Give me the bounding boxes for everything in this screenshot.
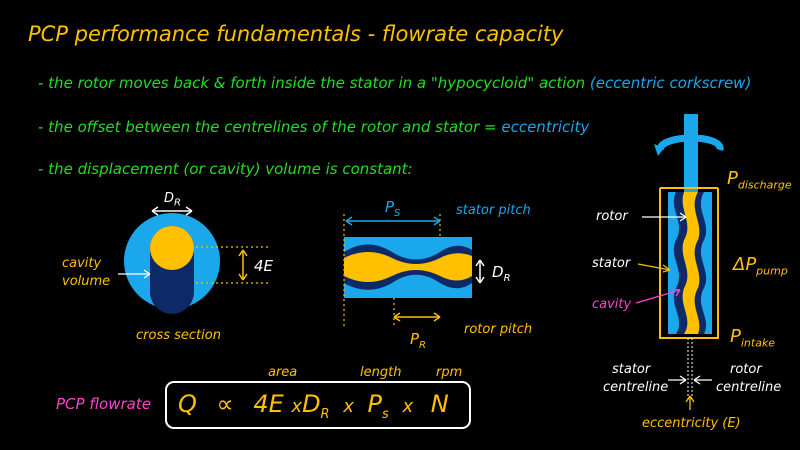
cs-caption: cross section — [136, 328, 221, 343]
p-intake-label: Pintake — [730, 326, 775, 350]
pr-label: PR — [410, 330, 426, 351]
formula-ps-sub: s — [382, 406, 389, 422]
drive-shaft — [684, 114, 698, 194]
p-intake: P — [730, 326, 741, 347]
bullet-1-paren: (eccentric corkscrew) — [589, 74, 752, 92]
eccentricity-label: eccentricity (E) — [642, 416, 741, 431]
formula-x3: x — [402, 396, 414, 417]
formula-area-label: area — [268, 365, 298, 380]
rotor-centreline-label-2: centreline — [716, 380, 782, 395]
pr: P — [410, 330, 420, 348]
formula-label: PCP flowrate — [56, 395, 151, 413]
bullet-1-text: - the rotor moves back & forth inside th… — [38, 74, 586, 92]
pump-rotor-label: rotor — [596, 209, 628, 224]
delta-p: ΔP — [733, 254, 757, 275]
formula-q: Q — [178, 390, 197, 418]
formula-rpm-label: rpm — [436, 365, 463, 380]
rotor-centreline-label-1: rotor — [730, 362, 762, 377]
formula-length-label: length — [360, 365, 402, 380]
page-title: PCP performance fundamentals - flowrate … — [28, 22, 564, 46]
ps-label: PS — [385, 198, 400, 219]
bullet-2-text: - the offset between the centrelines of … — [38, 118, 497, 136]
formula-dr: D — [302, 390, 321, 418]
formula-expression: Q ∝ 4E xDR x Ps x N — [178, 390, 449, 422]
p-discharge-label: Pdischarge — [727, 168, 792, 192]
stator-centreline-label-1: stator — [612, 362, 651, 377]
cs-dr: D — [164, 191, 175, 206]
delta-p-sub: pump — [756, 264, 788, 278]
rotor-strip — [344, 252, 472, 282]
formula-x1: x — [291, 396, 303, 417]
p-discharge: P — [727, 168, 738, 189]
p-discharge-sub: discharge — [737, 178, 792, 192]
formula-4e: 4E — [253, 390, 284, 418]
pump-cavity-label: cavity — [592, 297, 632, 312]
pitch-dr: D — [492, 263, 504, 281]
cs-cavity-label-1: cavity — [62, 256, 102, 271]
formula-prop: ∝ — [216, 390, 234, 418]
formula-dr-sub: R — [320, 406, 330, 422]
bullet-eccentricity: - the offset between the centrelines of … — [38, 118, 589, 136]
formula-n: N — [430, 390, 449, 418]
pitch-dr-sub: R — [503, 273, 511, 284]
ps-sub: S — [394, 208, 401, 219]
cs-4e-label: 4E — [254, 257, 274, 275]
formula-box — [165, 381, 471, 429]
bullet-hypocycloid: - the rotor moves back & forth inside th… — [38, 74, 751, 92]
ps: P — [385, 198, 395, 216]
bullet-displacement: - the displacement (or cavity) volume is… — [38, 160, 413, 178]
p-intake-sub: intake — [740, 336, 776, 350]
formula-x2: x — [343, 396, 354, 417]
stator-centreline-label-2: centreline — [603, 380, 669, 395]
cs-dr-sub: R — [174, 197, 181, 209]
delta-p-label: ΔPpump — [733, 254, 788, 278]
cross-section-drawing — [118, 206, 270, 314]
cs-dr-label: DR — [164, 191, 181, 209]
cs-cavity-label-2: volume — [62, 274, 111, 289]
pitch-dr-label: DR — [492, 263, 511, 284]
pump-stator-label: stator — [592, 256, 631, 271]
formula-ps: P — [367, 390, 383, 418]
bullet-2-term: eccentricity — [501, 118, 590, 136]
stator-pitch-label: stator pitch — [456, 203, 531, 218]
pr-sub: R — [419, 340, 426, 351]
pitch-drawing — [343, 214, 485, 326]
rotor-pitch-label: rotor pitch — [464, 322, 533, 337]
pump-drawing — [635, 114, 724, 410]
rotor-circle — [150, 226, 194, 270]
